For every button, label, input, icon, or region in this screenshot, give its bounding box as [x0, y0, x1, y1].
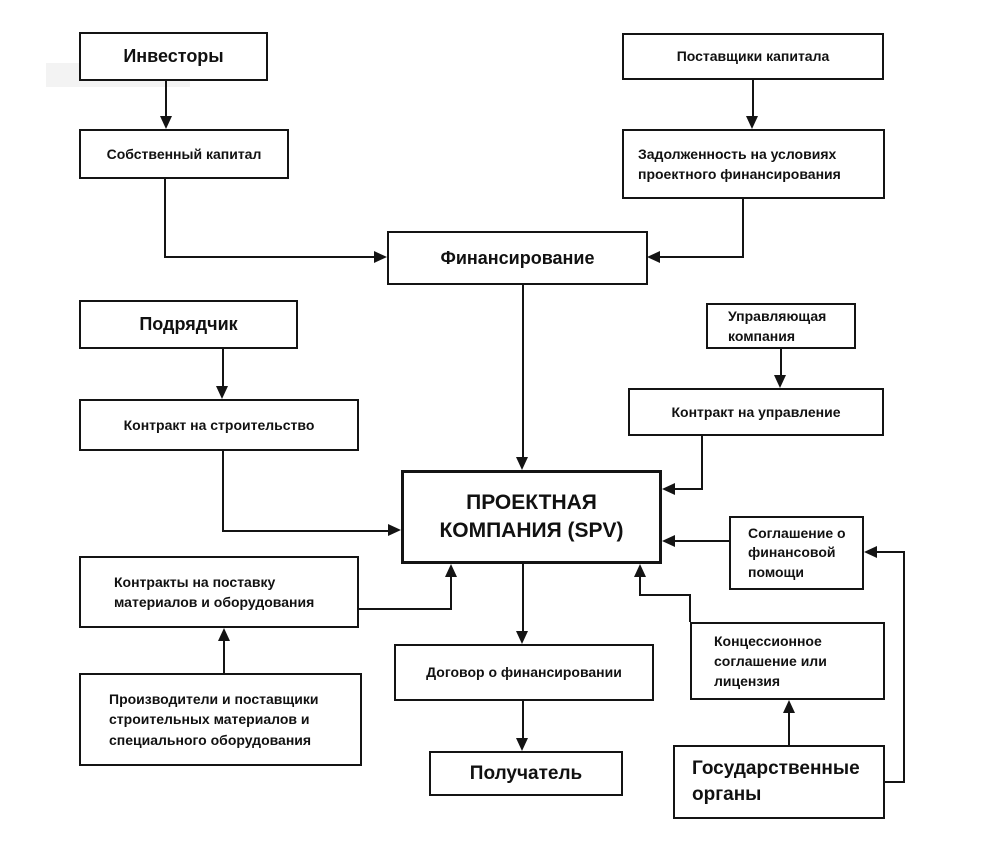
- edge-finassist-spv-line: [674, 540, 729, 542]
- node-supply-contracts: Контракты на поставку материалов и обору…: [79, 556, 359, 628]
- node-management-company: Управляющая компания: [706, 303, 856, 349]
- edge-concession-spv-line: [639, 575, 641, 596]
- edge-mgmtct-spv-line: [701, 436, 703, 490]
- edge-financing-spv-arrowhead: [516, 457, 528, 470]
- edge-supply-spv-line: [359, 608, 452, 610]
- edge-manufacturers-supply-arrowhead: [218, 628, 230, 641]
- node-capital-providers: Поставщики капитала: [622, 33, 884, 80]
- edge-equity-financing-arrowhead: [374, 251, 387, 263]
- node-debt: Задолженность на условиях проектного фин…: [622, 129, 885, 199]
- edge-debt-financing-line: [660, 256, 744, 258]
- edge-manufacturers-supply-line: [223, 639, 225, 673]
- node-spv: ПРОЕКТНАЯ КОМПАНИЯ (SPV): [401, 470, 662, 564]
- edge-capital-debt-line: [752, 79, 754, 117]
- edge-spv-finagr-arrowhead: [516, 631, 528, 644]
- edge-construction-spv-arrowhead: [388, 524, 401, 536]
- edge-government-concession-arrowhead: [783, 700, 795, 713]
- node-financial-assistance: Соглашение о финансовой помощи: [729, 516, 864, 590]
- edge-finagr-recipient-arrowhead: [516, 738, 528, 751]
- node-management-contract: Контракт на управление: [628, 388, 884, 436]
- node-investors: Инвесторы: [79, 32, 268, 81]
- edge-debt-financing-line: [742, 198, 744, 258]
- edge-mgmtco-mgmtct-line: [780, 349, 782, 376]
- edge-government-finassist-line: [885, 781, 905, 783]
- edge-concession-spv-arrowhead: [634, 564, 646, 577]
- edge-mgmtco-mgmtct-arrowhead: [774, 375, 786, 388]
- edge-investors-equity-arrowhead: [160, 116, 172, 129]
- node-financing: Финансирование: [387, 231, 648, 285]
- edge-finassist-spv-arrowhead: [662, 535, 675, 547]
- edge-spv-finagr-line: [522, 564, 524, 632]
- node-contractor: Подрядчик: [79, 300, 298, 349]
- edge-concession-spv-line: [639, 594, 691, 596]
- edge-government-concession-line: [788, 711, 790, 745]
- edge-supply-spv-line: [450, 575, 452, 610]
- edge-finagr-recipient-line: [522, 701, 524, 739]
- edge-government-finassist-arrowhead: [864, 546, 877, 558]
- edge-contractor-construction-arrowhead: [216, 386, 228, 399]
- node-equity: Собственный капитал: [79, 129, 289, 179]
- node-construction-contract: Контракт на строительство: [79, 399, 359, 451]
- node-manufacturers: Производители и поставщики строительных …: [79, 673, 362, 766]
- edge-government-finassist-line: [876, 551, 905, 553]
- node-government: Государственные органы: [673, 745, 885, 819]
- edge-construction-spv-line: [222, 451, 224, 532]
- edge-financing-spv-line: [522, 285, 524, 458]
- edge-mgmtct-spv-arrowhead: [662, 483, 675, 495]
- node-financing-agreement: Договор о финансировании: [394, 644, 654, 701]
- edge-debt-financing-arrowhead: [647, 251, 660, 263]
- node-concession: Концессионное соглашение или лицензия: [690, 622, 885, 700]
- edge-contractor-construction-line: [222, 349, 224, 387]
- node-recipient: Получатель: [429, 751, 623, 796]
- edge-investors-equity-line: [165, 80, 167, 117]
- edge-concession-spv-line: [689, 594, 691, 622]
- edge-mgmtct-spv-line: [674, 488, 703, 490]
- edge-equity-financing-line: [164, 179, 166, 258]
- edge-supply-spv-arrowhead: [445, 564, 457, 577]
- edge-capital-debt-arrowhead: [746, 116, 758, 129]
- edge-government-finassist-line: [903, 551, 905, 783]
- edge-equity-financing-line: [164, 256, 375, 258]
- edge-construction-spv-line: [222, 530, 389, 532]
